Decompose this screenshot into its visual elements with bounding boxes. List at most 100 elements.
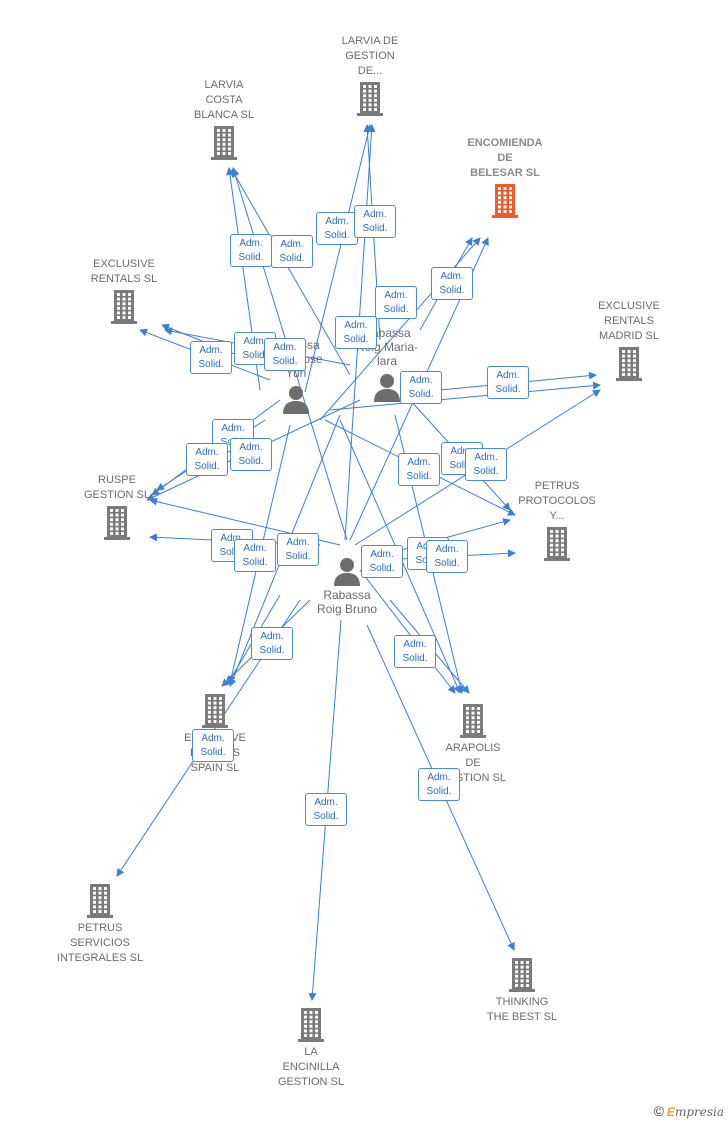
role-badge-line1: Adm.: [440, 271, 464, 282]
role-badge-line2: Solid.: [402, 653, 428, 664]
brand-initial: E: [666, 1105, 675, 1119]
company-node-exclusive-madrid[interactable]: EXCLUSIVE RENTALS MADRID SL: [569, 299, 689, 381]
company-node-encomienda[interactable]: ENCOMIENDA DE BELESAR SL: [445, 136, 565, 218]
company-label[interactable]: LARVIA DE GESTION DE...: [341, 35, 399, 77]
person-icon: [374, 374, 400, 402]
role-badge-line1: Adm.: [344, 320, 368, 331]
role-badge[interactable]: Adm.Solid.: [190, 341, 232, 374]
role-badge-line2: Solid.: [272, 356, 298, 367]
building-icon: [357, 82, 383, 116]
person-icon: [283, 386, 309, 414]
role-badge-line1: Adm.: [260, 631, 284, 642]
role-badge[interactable]: Adm. Solid.: [335, 316, 377, 349]
building-icon: [211, 126, 237, 160]
role-badge[interactable]: Adm. Solid.: [398, 453, 440, 486]
role-badge-line2: Solid.: [313, 811, 339, 822]
company-label[interactable]: RUSPE GESTION SL: [83, 474, 151, 501]
role-badge[interactable]: Adm.Solid.: [230, 438, 272, 471]
role-badge-line2: Solid.: [408, 389, 434, 400]
building-icon: [509, 958, 535, 992]
role-badge[interactable]: Adm. Solid.: [487, 366, 529, 399]
role-badge-line1: Adm.: [435, 544, 459, 555]
building-icon: [460, 704, 486, 738]
role-badge-line2: Solid.: [383, 304, 409, 315]
role-badge[interactable]: Adm.Solid.: [465, 448, 507, 481]
building-icon: [87, 884, 113, 918]
building-icon: [104, 506, 130, 540]
role-badge[interactable]: Adm.Solid.: [264, 338, 306, 371]
role-badge[interactable]: Adm. Solid.: [186, 443, 228, 476]
role-badge-line2: Solid.: [198, 359, 224, 370]
role-badge-line2: Solid.: [473, 466, 499, 477]
role-badge-line2: Solid.: [495, 384, 521, 395]
role-badge-line2: Solid.: [369, 563, 395, 574]
role-badge-line2: Solid.: [238, 456, 264, 467]
building-icon: [616, 347, 642, 381]
company-label[interactable]: EXCLUSIVE RENTALS SL: [90, 258, 158, 285]
company-label[interactable]: PETRUS SERVICIOS INTEGRALES SL: [56, 922, 144, 964]
copyright-symbol: ©: [653, 1103, 664, 1119]
company-node-ruspe[interactable]: RUSPE GESTION SL: [57, 473, 177, 540]
company-label[interactable]: THINKING THE BEST SL: [486, 996, 558, 1023]
role-badge-line1: Adm.: [496, 370, 520, 381]
role-badge[interactable]: Adm.Solid.: [400, 371, 442, 404]
company-node-exclusive-rentals[interactable]: EXCLUSIVE RENTALS SL: [64, 257, 184, 324]
role-badge-line1: Adm.: [407, 457, 431, 468]
footer-brand[interactable]: ©Empresia: [654, 1103, 724, 1119]
role-badge-line1: Adm.: [280, 239, 304, 250]
role-badge[interactable]: Adm. Solid.: [271, 235, 313, 268]
edge-line: [359, 569, 456, 694]
role-badge-line2: Solid.: [279, 253, 305, 264]
role-badge-line1: Adm.: [243, 336, 267, 347]
person-label[interactable]: Rabassa Roig Bruno: [316, 588, 378, 616]
role-badge-line2: Solid.: [242, 557, 268, 568]
edge-line: [329, 381, 601, 411]
role-badge[interactable]: Adm.Solid.: [234, 539, 276, 572]
role-badge-line2: Solid.: [439, 285, 465, 296]
role-badge-line2: Solid.: [194, 461, 220, 472]
company-label[interactable]: PETRUS PROTOCOLOS Y...: [518, 480, 596, 522]
role-badge-line2: Solid.: [200, 747, 226, 758]
role-badge[interactable]: Adm.Solid.: [316, 212, 358, 245]
role-badge[interactable]: Adm.Solid.: [251, 627, 293, 660]
role-badge[interactable]: Adm. Solid.: [361, 545, 403, 578]
role-badge[interactable]: Adm.Solid.: [277, 533, 319, 566]
role-badge-line1: Adm.: [314, 797, 338, 808]
person-node-bruno[interactable]: Rabassa Roig Bruno: [292, 556, 402, 616]
building-icon: [492, 184, 518, 218]
role-badge-line2: Solid.: [343, 334, 369, 345]
role-badge-line2: Solid.: [449, 460, 475, 471]
role-badge[interactable]: Adm. Solid.: [305, 793, 347, 826]
role-badge-line1: Adm.: [195, 447, 219, 458]
building-icon: [298, 1008, 324, 1042]
company-node-larvia-gestion[interactable]: LARVIA DE GESTION DE...: [310, 34, 430, 116]
building-icon: [202, 694, 228, 728]
role-badge[interactable]: Adm.Solid.: [394, 635, 436, 668]
role-badge[interactable]: Adm. Solid.: [192, 729, 234, 762]
role-badge-line1: Adm.: [286, 537, 310, 548]
role-badge[interactable]: Adm.Solid.: [426, 540, 468, 573]
role-badge-line1: Adm.: [201, 733, 225, 744]
company-node-thinking[interactable]: THINKING THE BEST SL: [462, 958, 582, 1025]
role-badge[interactable]: Adm.Solid.: [354, 205, 396, 238]
role-badge-line2: Solid.: [219, 547, 245, 558]
role-badge-line1: Adm.: [370, 549, 394, 560]
role-badge-line1: Adm.: [239, 238, 263, 249]
role-badge-line2: Solid.: [238, 252, 264, 263]
company-node-petrus-protocolos[interactable]: PETRUS PROTOCOLOS Y...: [497, 479, 617, 561]
company-node-petrus-servicios[interactable]: PETRUS SERVICIOS INTEGRALES SL: [40, 884, 160, 966]
role-badge[interactable]: Adm.Solid.: [375, 286, 417, 319]
company-label[interactable]: LA ENCINILLA GESTION SL: [277, 1046, 345, 1088]
company-label[interactable]: ENCOMIENDA DE BELESAR SL: [467, 137, 543, 179]
company-node-larvia-costa[interactable]: LARVIA COSTA BLANCA SL: [164, 78, 284, 160]
company-label[interactable]: EXCLUSIVE RENTALS MADRID SL: [598, 300, 660, 342]
role-badge-line1: Adm.: [220, 533, 244, 544]
role-badge-line2: Solid.: [406, 471, 432, 482]
role-badge-line2: Solid.: [324, 230, 350, 241]
role-badge[interactable]: Adm. Solid.: [230, 234, 272, 267]
company-node-encinilla[interactable]: LA ENCINILLA GESTION SL: [251, 1008, 371, 1090]
role-badge[interactable]: Adm.Solid.: [418, 768, 460, 801]
role-badge[interactable]: Adm. Solid.: [431, 267, 473, 300]
role-badge-line1: Adm.: [450, 446, 474, 457]
company-label[interactable]: LARVIA COSTA BLANCA SL: [194, 79, 254, 121]
